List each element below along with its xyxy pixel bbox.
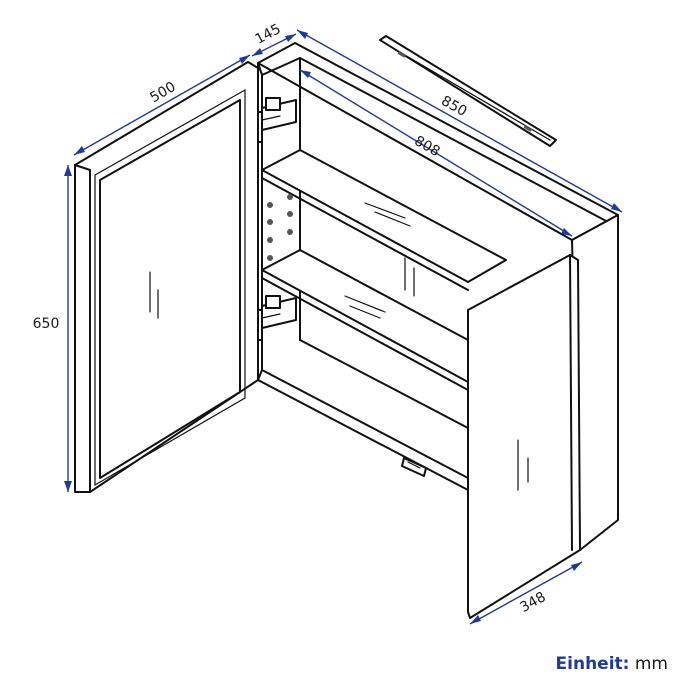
unit-legend: Einheit: mm (556, 654, 668, 674)
shelf-support-holes (267, 194, 293, 261)
dimension-145-text: 145 (253, 21, 284, 48)
left-mirror-door (74, 61, 259, 493)
right-mirror-door (467, 254, 581, 619)
left-door-mirror-panel (99, 99, 241, 479)
dimension-line-650: 650 (33, 165, 72, 492)
dimension-850-text: 850 (438, 93, 469, 120)
shelf-2-reflection (344, 295, 386, 313)
back-mirror-reflection (404, 257, 415, 297)
dimension-650-text: 650 (33, 316, 60, 332)
cabinet-bottom-inner-edge (261, 369, 469, 479)
cabinet-body (257, 42, 619, 551)
unit-value: mm (634, 654, 668, 674)
wall-mounting-rail (379, 35, 557, 147)
shelf-1-reflection (364, 202, 406, 219)
socket-icon (401, 457, 427, 477)
cabinet-bottom-back-edge (299, 339, 469, 429)
unit-label: Einheit: (555, 654, 630, 674)
right-door-frame (467, 254, 581, 619)
dimension-500-text: 500 (147, 79, 178, 106)
cabinet-bottom-edge (257, 379, 469, 491)
shelf-1 (261, 149, 507, 291)
dimension-348-text: 348 (517, 589, 548, 616)
